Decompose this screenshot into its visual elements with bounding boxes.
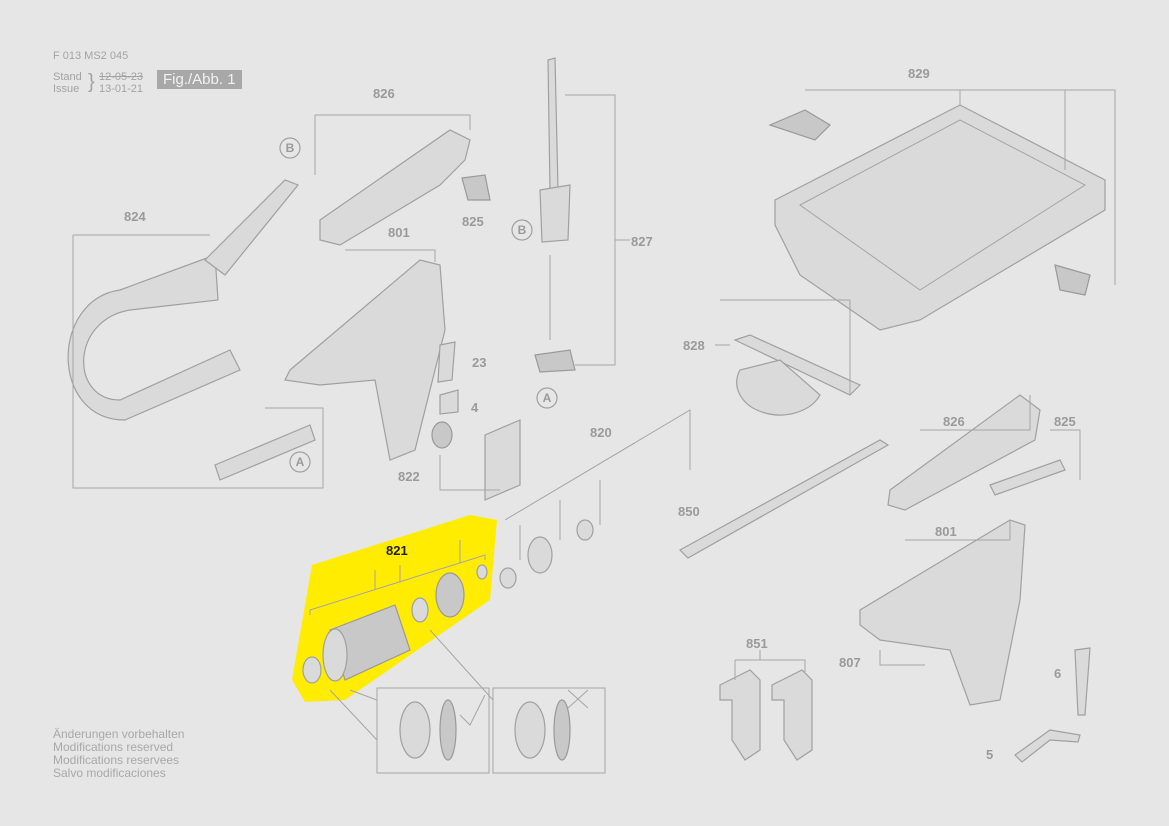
detail-insets [329,629,606,774]
svg-text:A: A [296,455,305,469]
part-801-housing [284,249,446,461]
label-828: 828 [683,338,705,353]
label-23: 23 [472,355,486,370]
label-801: 801 [388,225,410,240]
label-5: 5 [986,747,993,762]
part-829-table [768,89,1116,331]
label-826: 826 [373,86,395,101]
modification-notes: Änderungen vorbehalten Modifications res… [53,728,184,780]
label-825-right: 825 [1054,414,1076,429]
note-es: Salvo modificaciones [53,766,166,780]
part-827-riving [534,57,630,373]
part-828-miter [715,299,862,416]
issue-label: Issue [53,83,80,95]
figure-label: Fig./Abb. 1 [157,70,242,89]
svg-text:B: B [518,223,527,237]
note-fr: Modifications reservees [53,753,180,767]
ref-b-1: B [279,137,301,159]
label-829: 829 [908,66,930,81]
svg-text:B: B [286,141,295,155]
part-4 [439,389,459,415]
ref-b-2: B [511,219,533,241]
right-handle-parts [859,394,1091,763]
issue-date: 13-01-21 [99,83,144,95]
label-822: 822 [398,469,420,484]
label-6: 6 [1054,666,1061,681]
part-821-motor [302,540,488,684]
label-824: 824 [124,209,146,224]
part-850-rail [679,439,890,559]
label-827: 827 [631,234,653,249]
document-number: F 013 MS2 045 [53,50,129,62]
svg-text:A: A [543,391,552,405]
label-825: 825 [462,214,484,229]
ref-a-2: A [289,451,311,473]
label-807: 807 [839,655,861,670]
stand-date: 12-05-23 [99,71,144,83]
ref-a-1: A [536,387,558,409]
label-4: 4 [471,400,479,415]
part-820-gears [499,409,691,589]
brace: } [88,71,95,93]
part-822 [431,419,521,501]
label-851: 851 [746,636,768,651]
part-824-bow [67,179,324,489]
note-en: Modifications reserved [53,740,174,754]
label-801-right: 801 [935,524,957,539]
part-851-clamps [719,650,813,761]
label-821: 821 [386,543,408,558]
stand-label: Stand [53,71,82,83]
label-850: 850 [678,504,700,519]
label-826-right: 826 [943,414,965,429]
note-de: Änderungen vorbehalten [53,727,185,741]
label-820: 820 [590,425,612,440]
part-23 [437,341,456,383]
part-826-handle [314,114,491,246]
